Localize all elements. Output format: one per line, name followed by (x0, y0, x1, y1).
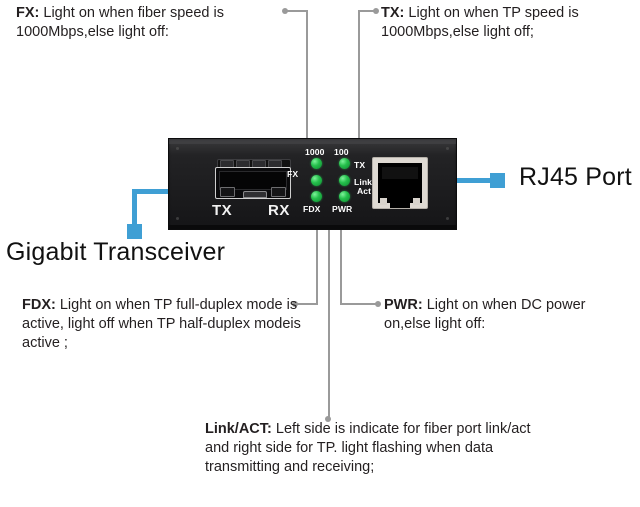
tx-leader-dot (373, 8, 379, 14)
pwr-leader-horizontal (340, 303, 377, 305)
gigabit-transceiver-callout-label: Gigabit Transceiver (6, 238, 226, 266)
sfp-fiber-port[interactable] (215, 159, 291, 201)
led-label-pwr: PWR (332, 204, 353, 214)
sfp-center-clip (243, 191, 267, 198)
led-label-fdx: FDX (303, 204, 321, 214)
device-screw (176, 217, 179, 220)
pwr-leader-vertical (340, 228, 342, 304)
callout-fdx-label: FDX: (22, 297, 56, 313)
led-label-1000: 1000 (305, 147, 325, 157)
led-label-100: 100 (334, 147, 349, 157)
rj45-blue-line (425, 178, 492, 183)
sfp-cage-opening (219, 171, 287, 190)
sfp-latch-left (220, 187, 235, 197)
transceiver-blue-marker (127, 224, 142, 239)
device-screw (176, 147, 179, 150)
rj45-port-callout-label: RJ45 Port (519, 163, 632, 191)
rj45-key-right (413, 198, 420, 205)
sfp-latch-right (271, 187, 286, 197)
led-fdx-indicator (311, 191, 322, 202)
led-label-act: Act (357, 186, 372, 196)
callout-link-act: Link/ACT: Left side is indicate for fibe… (205, 420, 535, 477)
led-100-tx-indicator (339, 158, 350, 169)
link-act-leader-dot (325, 416, 331, 422)
led-pwr-indicator (339, 191, 350, 202)
fx-leader-dot (282, 8, 288, 14)
callout-pwr-text: Light on when DC power on,else light off… (384, 297, 586, 332)
callout-link-act-text: Left side is indicate for fiber port lin… (205, 421, 531, 475)
callout-fx-text: Light on when fiber speed is 1000Mbps,el… (16, 5, 224, 40)
led-label-tx: TX (354, 160, 366, 170)
rj45-key-left (380, 198, 387, 205)
callout-link-act-label: Link/ACT: (205, 421, 272, 437)
rj45-port[interactable] (372, 157, 428, 209)
tx-leader-horizontal (358, 10, 376, 12)
callout-pwr: PWR: Light on when DC power on,else ligh… (384, 296, 634, 334)
callout-tx-text: Light on when TP speed is 1000Mbps,else … (381, 5, 579, 40)
callout-fdx: FDX: Light on when TP full-duplex mode i… (22, 296, 322, 353)
transceiver-blue-line-vertical (132, 189, 137, 229)
led-fx-link-indicator (311, 175, 322, 186)
fx-leader-horizontal (286, 10, 307, 12)
led-link-act-indicator (339, 175, 350, 186)
callout-fx-label: FX: (16, 5, 40, 21)
fdx-leader-horizontal (297, 303, 318, 305)
callout-tx-label: TX: (381, 5, 405, 21)
led-label-fx: FX (287, 169, 299, 179)
callout-fdx-text: Light on when TP full-duplex mode is act… (22, 297, 301, 351)
fdx-leader-dot (292, 301, 298, 307)
rj45-blue-marker (490, 173, 505, 188)
device-top-bevel (169, 139, 456, 144)
callout-tx: TX: Light on when TP speed is 1000Mbps,e… (381, 4, 633, 42)
device-screw (446, 147, 449, 150)
led-1000-fx-indicator (311, 158, 322, 169)
sfp-cage-body (215, 167, 291, 199)
sfp-tx-label: TX (212, 202, 233, 219)
callout-fx: FX: Light on when fiber speed is 1000Mbp… (16, 4, 306, 42)
pwr-leader-dot (375, 301, 381, 307)
rj45-pins (382, 167, 418, 179)
rj45-clip-notch (390, 199, 410, 208)
callout-pwr-label: PWR: (384, 297, 423, 313)
led-label-link: Link/ (354, 177, 375, 187)
fx-leader-vertical (306, 10, 308, 152)
fdx-leader-vertical (316, 228, 318, 304)
sfp-rx-label: RX (268, 202, 290, 219)
device-bottom-bevel (169, 225, 456, 229)
tx-leader-vertical (358, 10, 360, 152)
link-act-leader-vertical (328, 228, 330, 418)
media-converter-device: TX RX 1000 100 FX TX Link/ Act FDX PWR (168, 138, 457, 230)
device-screw (446, 217, 449, 220)
